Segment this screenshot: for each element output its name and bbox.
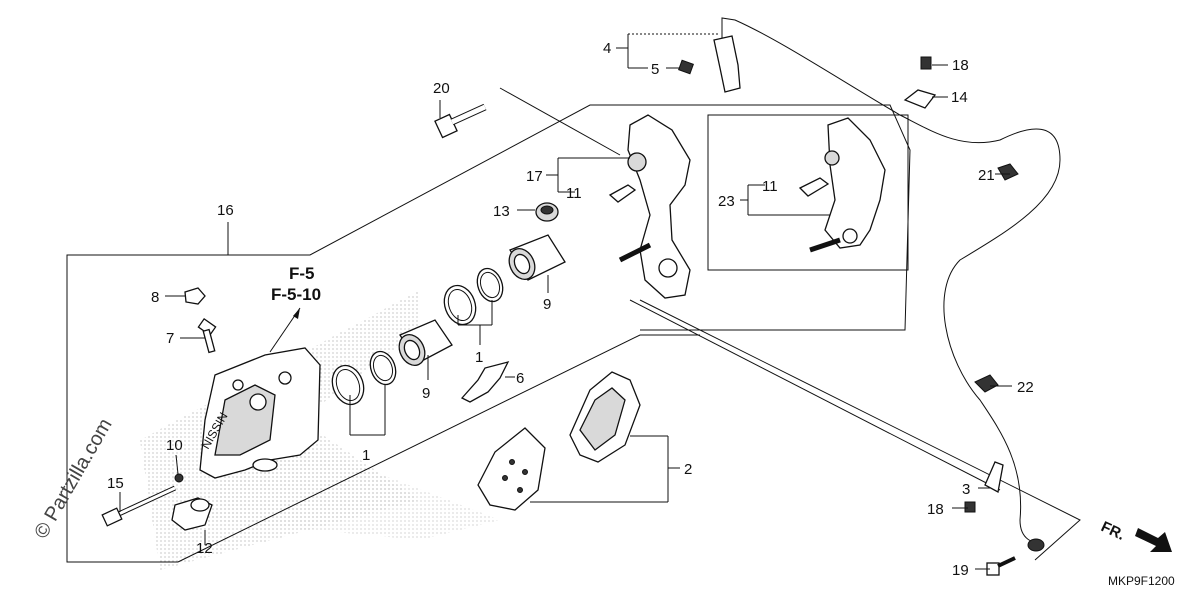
part-label-23: 23 [718,193,735,210]
direction-label: FR. [1098,518,1127,544]
part-label-13: 13 [493,203,510,220]
part-label-19: 19 [952,562,969,579]
part-label-18: 18 [952,57,969,74]
reference-label-top: F-5 [289,264,315,283]
clamp-22 [974,374,999,393]
bleeder-screw [197,317,217,354]
part-label-2: 2 [684,461,692,478]
part-labels: 1 1 2 3 4 5 6 7 8 9 9 10 11 11 12 13 14 … [107,40,1034,579]
part-label-11: 11 [566,185,582,202]
retainer-clip-left [608,184,637,203]
part-label-14: 14 [951,89,968,106]
sensor-harness [713,17,1061,552]
caliper-pin [101,485,177,527]
part-label-21: 21 [978,167,995,184]
watermark-text: © Partzilla.com [30,415,116,543]
bracket-bolt [434,103,487,139]
part-label-5: 5 [651,61,659,78]
part-label-17: 17 [526,168,543,185]
reference-arrow [269,307,301,353]
bolt-18-bottom [964,501,976,513]
part-label-4: 4 [603,40,611,57]
part-label-9: 9 [422,385,430,402]
stay-3 [984,461,1004,493]
part-label-9: 9 [543,296,551,313]
front-direction-arrow [1135,528,1172,552]
piston-right [508,234,566,281]
caliper-bracket [618,114,691,299]
part-label-12: 12 [196,540,213,557]
clamp-14 [903,89,937,109]
brake-pad-rear [477,427,546,511]
part-label-1: 1 [475,349,483,366]
grommet-5 [678,59,694,75]
retainer-clip-right [798,177,830,197]
caliper-body: NISSIN [198,347,321,479]
part-label-15: 15 [107,475,124,492]
part-label-10: 10 [166,437,183,454]
caliper-bracket-alt [809,117,886,253]
part-label-20: 20 [433,80,450,97]
bleeder-cap [184,287,206,305]
seal-set-right [443,267,504,326]
reference-label-bottom: F-5-10 [271,285,321,304]
bracket-outline [499,87,1081,561]
seal-set-left [331,350,397,406]
part-label-3: 3 [962,481,970,498]
part-label-8: 8 [151,289,159,306]
part-label-18: 18 [927,501,944,518]
pin-boot [174,473,184,483]
dust-seal [535,202,559,222]
leader-lines [119,33,1012,570]
pad-spring [460,361,510,403]
brake-pad-front [569,371,641,463]
piston-left [398,319,453,367]
part-label-11: 11 [762,178,778,195]
part-label-7: 7 [166,330,174,347]
part-label-16: 16 [217,202,234,219]
part-label-1: 1 [362,447,370,464]
bolt-18-top [920,56,932,70]
part-label-22: 22 [1017,379,1034,396]
part-label-6: 6 [516,370,524,387]
bolt-19 [986,556,1016,576]
diagram-code: MKP9F1200 [1108,574,1175,588]
clip-21 [997,163,1019,181]
slide-boot [171,497,213,531]
